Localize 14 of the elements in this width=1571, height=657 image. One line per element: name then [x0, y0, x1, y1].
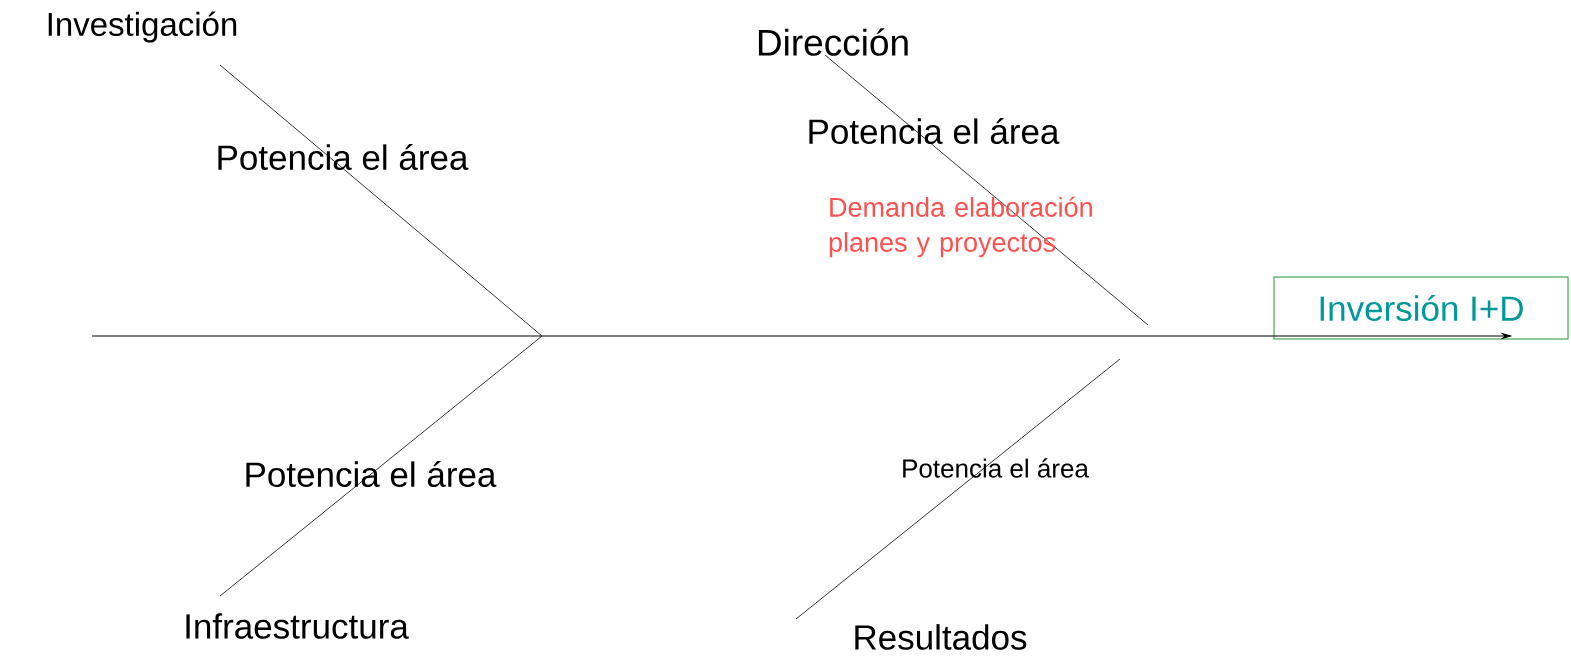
bone-line — [219, 64, 543, 337]
category-label: Resultados — [855, 624, 1027, 650]
cause-label: Potencia el área — [246, 460, 497, 488]
bone-line — [824, 54, 1149, 326]
cause-label: Potencia el área — [218, 143, 469, 171]
bone-line — [795, 358, 1121, 620]
cause-label: Potencia el área — [809, 117, 1060, 145]
category-label: Investigación — [48, 11, 237, 43]
bone-line — [219, 335, 543, 597]
cause-label: Potencia el área — [903, 458, 1089, 478]
target-box: Inversión I+D — [1273, 276, 1569, 340]
category-label: Dirección — [758, 28, 908, 56]
spine-arrow — [91, 333, 1512, 339]
category-label: Infraestructura — [186, 613, 409, 639]
